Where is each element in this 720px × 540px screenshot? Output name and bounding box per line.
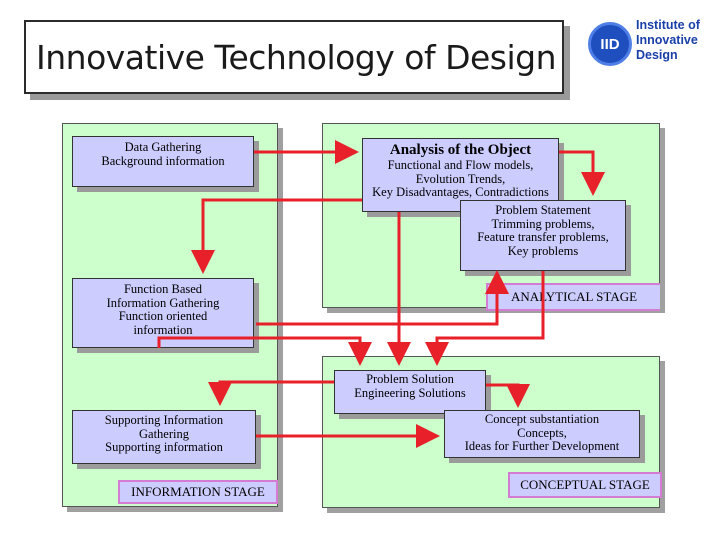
title-box: Innovative Technology of Design: [24, 20, 564, 94]
arrow-problem-to-solution: [425, 271, 545, 366]
information-stage-label: INFORMATION STAGE: [118, 480, 278, 504]
function-based-line-4: information: [133, 322, 193, 337]
problem-statement-box: Problem Statement Trimming problems, Fea…: [460, 200, 626, 271]
function-based-title: Function Based: [123, 282, 203, 296]
concept-line-3: Ideas for Further Development: [464, 439, 620, 453]
concept-box: Concept substantiation Concepts, Ideas f…: [444, 410, 640, 458]
analysis-line-2: Evolution Trends,: [415, 171, 506, 186]
concept-line-2: Concepts,: [517, 425, 567, 440]
function-based-box: Function Based Information Gathering Fun…: [72, 278, 254, 348]
conceptual-stage-label: CONCEPTUAL STAGE: [508, 472, 662, 498]
arrow-function-to-solution: [157, 336, 372, 366]
logo-line-3: Design: [636, 48, 678, 62]
problem-solution-title: Problem Solution: [366, 372, 454, 386]
data-gathering-detail: Background information: [101, 153, 225, 168]
supporting-info-title: Supporting Information: [104, 413, 224, 427]
arrow-analysis-to-problem: [559, 150, 605, 196]
supporting-info-line-2: Gathering: [139, 426, 189, 441]
data-gathering-title: Data Gathering: [124, 140, 202, 154]
problem-statement-line-3: Feature transfer problems,: [477, 230, 609, 244]
concept-title: Concept substantiation: [484, 412, 600, 426]
problem-statement-line-2: Trimming problems,: [491, 216, 595, 231]
function-based-line-3: Function oriented: [118, 309, 208, 323]
analysis-title: Analysis of the Object: [389, 142, 532, 158]
logo-line-1: Institute of: [636, 18, 700, 32]
page-title: Innovative Technology of Design: [36, 37, 557, 77]
supporting-info-line-3: Supporting information: [105, 440, 223, 454]
supporting-info-box: Supporting Information Gathering Support…: [72, 410, 256, 464]
problem-solution-box: Problem Solution Engineering Solutions: [334, 370, 486, 414]
logo-line-2: Innovative: [636, 33, 698, 47]
analysis-line-3: Key Disadvantages, Contradictions: [372, 185, 549, 199]
function-based-line-2: Information Gathering: [106, 295, 220, 310]
arrow-solution-to-concept: [486, 383, 530, 408]
logo-mark: IID: [588, 22, 632, 66]
logo: IID Institute of Innovative Design: [588, 18, 708, 70]
arrow-analysis-to-function: [191, 198, 362, 274]
data-gathering-box: Data Gathering Background information: [72, 136, 254, 187]
problem-solution-detail: Engineering Solutions: [354, 385, 466, 400]
problem-statement-line-4: Key problems: [507, 243, 579, 258]
logo-mark-text: IID: [600, 35, 620, 53]
arrow-function-to-analytical: [256, 270, 509, 326]
analysis-box: Analysis of the Object Functional and Fl…: [362, 138, 559, 212]
analysis-line-1: Functional and Flow models,: [387, 158, 534, 172]
problem-statement-title: Problem Statement: [495, 203, 591, 217]
arrow-solution-to-supporting: [208, 380, 334, 406]
logo-text: Institute of Innovative Design: [636, 18, 708, 63]
